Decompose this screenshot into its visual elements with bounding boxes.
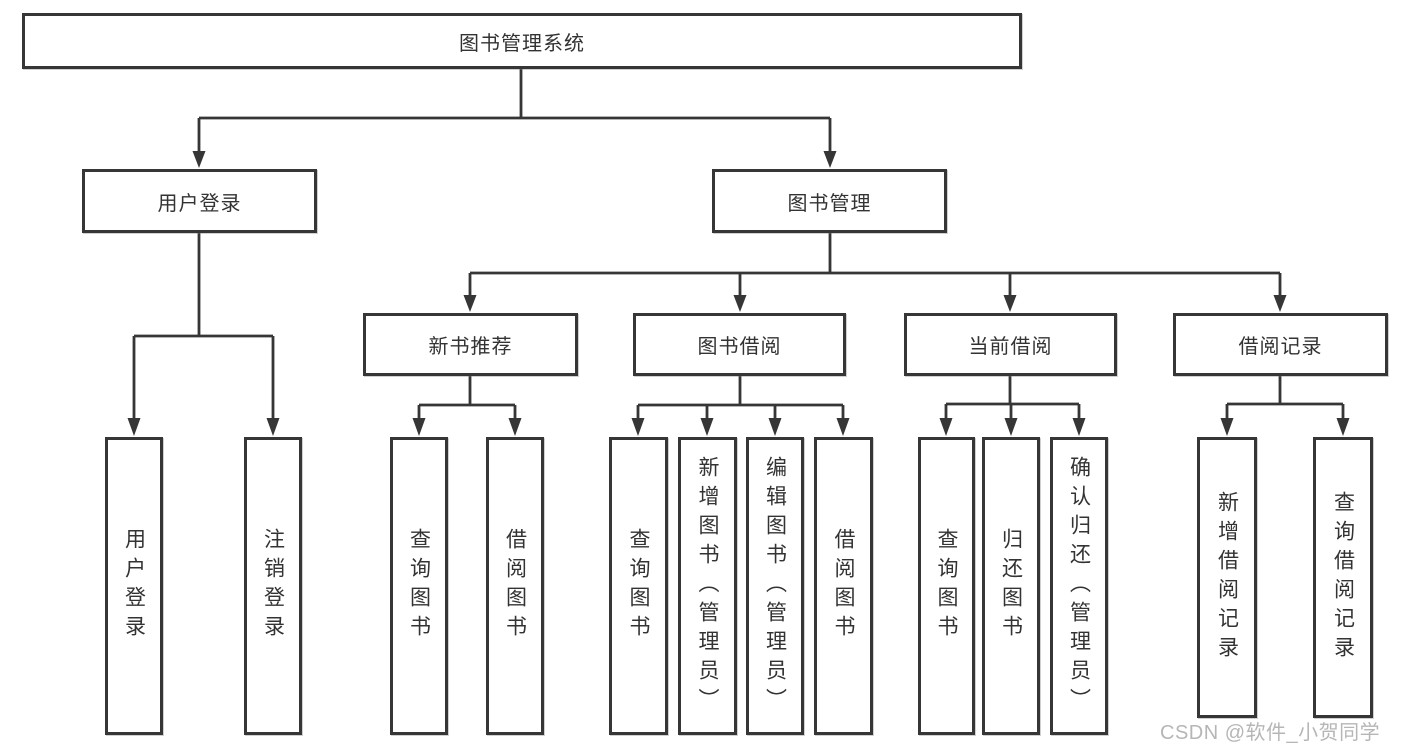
node-leaf-user-login: 用户登录 — [105, 437, 163, 735]
node-label: 借阅记录 — [1238, 336, 1323, 358]
node-leaf-borrow-books-recommend: 借阅图书 — [486, 437, 544, 735]
node-label: 查询借阅记录 — [1331, 490, 1355, 665]
node-label: 归还图书 — [999, 528, 1023, 644]
node-library-management-system: 图书管理系统 — [22, 13, 1022, 69]
node-book-borrow: 图书借阅 — [633, 313, 846, 376]
node-leaf-edit-book-admin: 编辑图书（管理员） — [746, 437, 804, 735]
arrowhead-icon — [412, 418, 426, 436]
node-user-login: 用户登录 — [82, 169, 317, 233]
arrowhead-icon — [631, 418, 645, 436]
node-label: 编辑图书（管理员） — [763, 455, 787, 717]
arrowhead-icon — [192, 151, 206, 168]
node-label: 当前借阅 — [968, 336, 1053, 358]
node-label: 新书推荐 — [428, 336, 513, 358]
node-label: 确认归还（管理员） — [1067, 455, 1091, 717]
node-leaf-logout: 注销登录 — [244, 437, 302, 735]
arrowhead-icon — [1072, 418, 1086, 436]
node-label: 用户登录 — [122, 528, 146, 644]
arrowhead-icon — [823, 151, 837, 168]
node-label: 借阅图书 — [832, 528, 855, 644]
node-label: 新增图书（管理员） — [696, 455, 719, 717]
arrowhead-icon — [1336, 418, 1350, 436]
node-leaf-return-book: 归还图书 — [982, 437, 1040, 735]
arrowhead-icon — [266, 418, 280, 436]
arrowhead-icon — [1004, 418, 1018, 436]
csdn-watermark: CSDN @软件_小贺同学 — [1160, 722, 1381, 744]
edge-current-borrow-children — [944, 376, 1081, 421]
node-leaf-query-books-recommend: 查询图书 — [390, 437, 448, 735]
node-borrow-records: 借阅记录 — [1173, 313, 1388, 376]
node-leaf-query-books-borrow: 查询图书 — [609, 437, 668, 735]
arrowhead-icon — [733, 295, 747, 312]
arrowhead-icon — [939, 418, 953, 436]
arrowhead-icon — [1273, 295, 1287, 312]
node-book-management: 图书管理 — [712, 169, 947, 233]
arrowhead-icon — [508, 418, 522, 436]
node-label: 新增借阅记录 — [1215, 490, 1239, 665]
edge-new-book-recommend-children — [417, 376, 517, 421]
arrowhead-icon — [463, 295, 477, 312]
arrowhead-icon — [1003, 295, 1017, 312]
edge-borrow-records-children — [1225, 376, 1345, 421]
arrowhead-icon — [1220, 418, 1234, 436]
node-label: 图书管理 — [787, 192, 872, 215]
edge-book-borrow-children — [636, 376, 845, 421]
edge-root-to-branches — [197, 69, 832, 152]
arrowhead-icon — [700, 418, 714, 436]
node-leaf-query-books-current: 查询图书 — [918, 437, 975, 735]
arrowhead-icon — [768, 418, 782, 436]
arrowhead-icon — [127, 418, 141, 436]
node-label: 借阅图书 — [503, 528, 527, 644]
node-label: 用户登录 — [157, 192, 242, 215]
node-leaf-borrow-books: 借阅图书 — [814, 437, 873, 735]
node-label: 注销登录 — [261, 528, 285, 644]
node-label: 图书借阅 — [697, 336, 782, 358]
node-label: 查询图书 — [935, 528, 958, 644]
node-label: 查询图书 — [627, 528, 650, 644]
node-new-book-recommend: 新书推荐 — [363, 313, 578, 376]
node-leaf-add-borrow-record: 新增借阅记录 — [1197, 437, 1257, 718]
node-label: 查询图书 — [407, 528, 431, 644]
arrowhead-icon — [836, 418, 850, 436]
node-current-borrow: 当前借阅 — [904, 313, 1117, 376]
node-leaf-add-book-admin: 新增图书（管理员） — [678, 437, 737, 735]
node-leaf-query-borrow-record: 查询借阅记录 — [1313, 437, 1373, 718]
node-label: 图书管理系统 — [459, 32, 585, 55]
node-leaf-confirm-return-admin: 确认归还（管理员） — [1050, 437, 1108, 735]
edge-book-management-children — [468, 233, 1282, 297]
edge-user-login-children — [132, 233, 275, 421]
